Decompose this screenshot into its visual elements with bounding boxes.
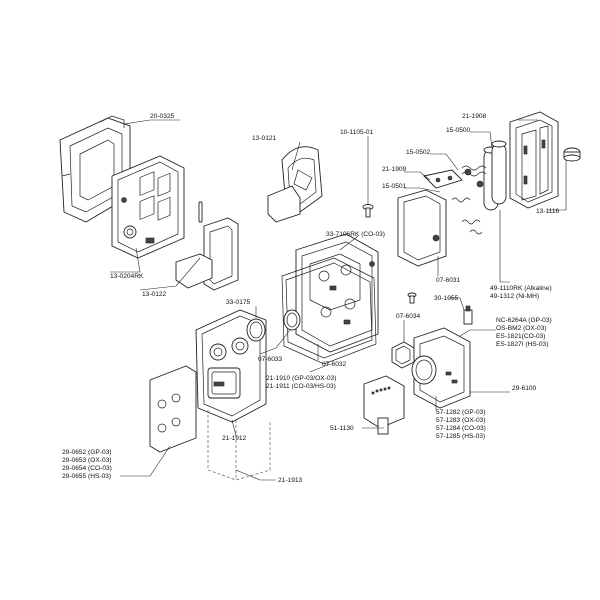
label-21-1913: 21-1913 [278, 477, 303, 484]
belt-clip-part [175, 217, 239, 291]
gasket-part [397, 189, 447, 267]
label-10-1105-01: 10-1105-01 [340, 129, 374, 136]
label-os-bm2: OS-BM2 (OX-03) [496, 325, 547, 332]
small-screw-part [407, 292, 417, 304]
label-21-1911: 21-1911 (CO-03/HS-03) [266, 383, 336, 390]
label-29-0655: 29-0655 (HS-03) [62, 473, 111, 480]
part-labels: 20-0325 13-0121 10-1105-01 21-1908 15-05… [62, 113, 560, 484]
label-49-1110rk: 49-1110RK (Alkaline) [490, 285, 552, 292]
seal-ring-part [283, 309, 301, 331]
label-33-0175: 33-0175 [226, 299, 251, 306]
display-module-part [363, 375, 405, 435]
label-15-0501: 15-0501 [382, 183, 407, 190]
label-es-1827i: ES-1827I (HS-03) [496, 341, 548, 348]
label-15-0502: 15-0502 [406, 149, 431, 156]
label-07-6032: 07-6032 [322, 361, 347, 368]
label-13-0122: 13-0122 [142, 291, 167, 298]
label-07-6034: 07-6034 [396, 313, 421, 320]
label-51-1130: 51-1130 [330, 425, 354, 432]
screw-part [362, 204, 374, 218]
label-13-1116: 13-1116 [536, 208, 560, 215]
label-21-1910: 21-1910 (GP-03/OX-03) [266, 375, 336, 382]
main-chassis-part [295, 233, 379, 353]
instrument-case-part [111, 155, 185, 259]
label-nc-6264a: NC-6264A (GP-03) [496, 317, 552, 324]
label-21-1909: 21-1909 [382, 166, 407, 173]
label-es-1821: ES-1821(CO-03) [496, 333, 545, 340]
battery-contacts-part [423, 169, 483, 235]
label-57-1282: 57-1282 (GP-03) [436, 409, 485, 416]
label-21-1912: 21-1912 [222, 435, 247, 442]
label-29-0654: 29-0654 (CO-03) [62, 465, 112, 472]
label-57-1284: 57-1284 (CO-03) [436, 425, 486, 432]
knob-part [563, 147, 581, 162]
battery-compartment-part [509, 111, 559, 209]
label-29-6100: 29-6100 [512, 385, 537, 392]
clip-mechanism-part [267, 146, 323, 223]
label-29-0653: 29-0653 (OX-03) [62, 457, 111, 464]
chassis-seal-part [281, 257, 377, 365]
label-30-1055: 30-1055 [434, 295, 459, 302]
label-33-7106rk: 33-7106RK (CO-03) [326, 231, 385, 238]
label-15-0500: 15-0500 [446, 127, 471, 134]
small-o-ring-part [246, 318, 266, 342]
front-cover-part [195, 309, 267, 423]
label-29-0652: 29-0652 (GP-03) [62, 449, 111, 456]
assembly-outline [207, 410, 271, 481]
label-49-1312: 49-1312 (Ni-MH) [490, 293, 539, 300]
spring-part [461, 165, 487, 188]
connector-part [463, 305, 473, 325]
label-sheet-part [149, 365, 197, 453]
label-57-1285: 57-1285 (HS-03) [436, 433, 485, 440]
circuit-board-part [411, 327, 471, 409]
label-07-6031: 07-6031 [436, 277, 461, 284]
batteries-part [483, 140, 507, 211]
pin-part [198, 201, 203, 223]
label-20-0325: 20-0325 [150, 113, 175, 120]
label-13-0121: 13-0121 [252, 135, 277, 142]
label-21-1908: 21-1908 [462, 113, 487, 120]
leader-lines [110, 119, 567, 481]
sensor-gasket-part [391, 341, 415, 369]
label-57-1283: 57-1283 (OX-03) [436, 417, 485, 424]
label-13-0204rk: 13-0204RK [110, 273, 144, 280]
label-07-6033: 07-6033 [258, 356, 283, 363]
